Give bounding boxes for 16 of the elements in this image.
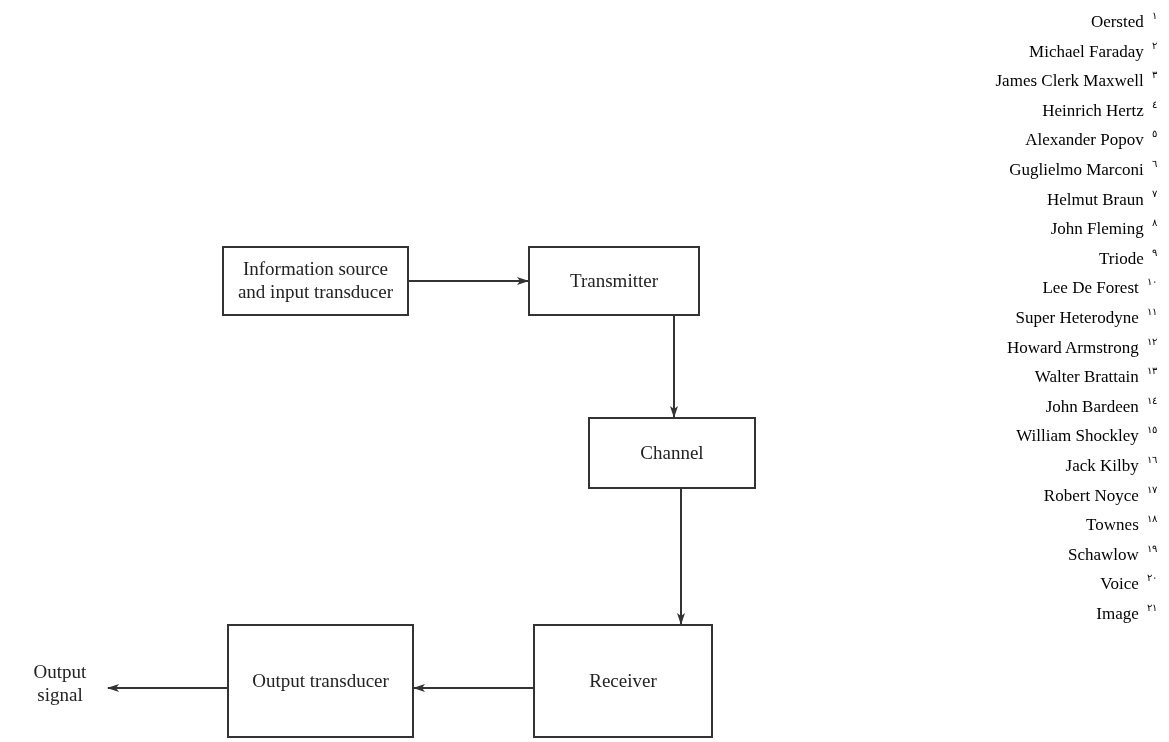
arrow: [408, 277, 529, 285]
process-box: [222, 246, 409, 316]
process-box: [528, 246, 700, 316]
process-box: [227, 624, 414, 738]
process-box: [588, 417, 756, 489]
box-label: Channel: [639, 441, 705, 465]
arrow: [677, 488, 685, 625]
box-label: Receiver: [588, 669, 658, 693]
arrow: [107, 684, 228, 692]
box-label: Information source and input transducer: [236, 258, 395, 304]
signal-label: Output signal: [12, 658, 108, 710]
box-label: Transmitter: [569, 269, 659, 293]
box-label: Output transducer: [251, 669, 390, 693]
process-box: [533, 624, 713, 738]
arrow: [670, 315, 678, 418]
arrow: [413, 684, 534, 692]
